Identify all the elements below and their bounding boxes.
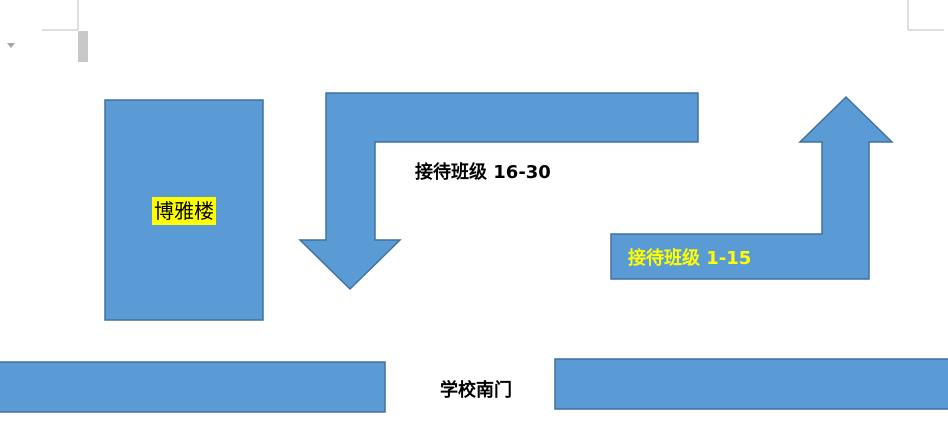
road-right[interactable] <box>554 358 948 410</box>
bent-arrow-up[interactable] <box>610 95 894 280</box>
text-cursor-marker <box>78 31 88 62</box>
caret-down-icon[interactable] <box>7 43 15 48</box>
building-label: 博雅楼 <box>154 199 214 223</box>
south-gate-label: 学校南门 <box>440 379 512 401</box>
bent-arrow-down[interactable] <box>298 92 699 291</box>
page-margin-guides <box>42 0 944 31</box>
reception-label-1-15: 接待班级 1-15 <box>628 247 751 269</box>
reception-label-16-30: 接待班级 16-30 <box>415 161 551 183</box>
road-left[interactable] <box>0 361 386 413</box>
building-label-highlight <box>152 197 216 225</box>
